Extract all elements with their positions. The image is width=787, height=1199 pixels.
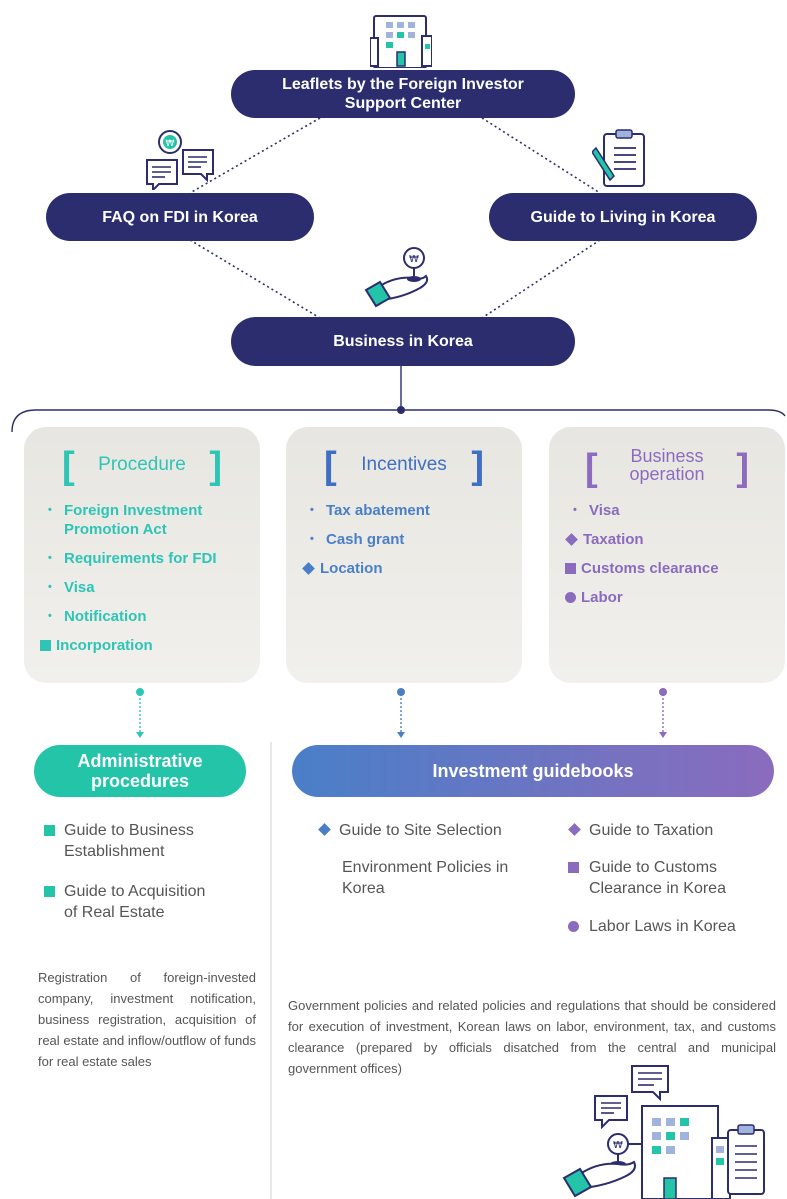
building-hand-icon: ₩ [562,1065,765,1199]
building-icon [370,15,432,68]
diamond-icon [565,533,578,546]
list-item: Labor [565,588,783,607]
guidebooks-description: Government policies and related policies… [288,998,776,1076]
operation-title-line1: Business [630,446,704,466]
square-icon [568,862,579,873]
admin-title-line1: Administrative [77,751,203,771]
operation-list: •Visa Taxation Customs clearance Labor [565,501,783,617]
guide-labor-label: Labor Laws in Korea [589,918,736,935]
incentives-list: •Tax abatement •Cash grant Location [302,501,520,588]
chat-won-icon: ₩ [146,130,214,190]
list-item: Location [302,559,520,578]
circle-icon [565,592,576,603]
procedure-list: •Foreign Investment Promotion Act •Requi… [40,501,258,665]
guide-site-label: Guide to Site Selection [339,822,502,839]
list-item: Taxation [565,530,783,549]
square-icon [565,563,576,574]
bracket-right: ] [736,447,749,489]
faq-label: FAQ on FDI in Korea [102,208,258,226]
svg-text:₩: ₩ [613,1140,623,1151]
incentives-card: [ Incentives ] •Tax abatement •Cash gran… [286,427,522,683]
diamond-icon [568,823,581,836]
clipboard-icon [592,129,645,187]
guidebooks-title: Investment guidebooks [432,760,634,781]
square-icon [40,640,51,651]
list-item: •Tax abatement [310,502,430,519]
leaflets-label: Leaflets by the Foreign Investor Support… [282,76,524,112]
admin-item-line1: Guide to Business [64,822,194,839]
guidebooks-node: Investment guidebooks [292,745,774,797]
business-label: Business in Korea [333,333,473,350]
leaflets-node: Leaflets by the Foreign Investor Support… [231,70,575,118]
admin-item-line2: of Real Estate [64,904,165,921]
living-label: Guide to Living in Korea [530,208,716,226]
bracket-left: [ [324,445,337,487]
procedure-card: [ Procedure ] •Foreign Investment Promot… [24,427,260,683]
admin-title-line2: procedures [90,771,190,791]
svg-text:₩: ₩ [409,254,419,265]
guide-tax-label: Guide to Taxation [589,822,714,839]
hand-coin-icon: ₩ [364,247,429,308]
bracket-left: [ [585,447,598,489]
incentives-title-label: Incentives [361,454,447,475]
guide-labor: Labor Laws in Korea [568,916,736,937]
list-item: •Requirements for FDI [48,550,217,567]
operation-card: [ Business operation ] •Visa Taxation Cu… [549,427,785,683]
admin-item-line1: Guide to Acquisition [64,883,206,900]
procedure-title-label: Procedure [98,454,186,475]
faq-node: FAQ on FDI in Korea [46,193,314,241]
procedure-title: [ Procedure ] [24,447,260,485]
incentives-title: [ Incentives ] [286,447,522,485]
diamond-icon [318,823,331,836]
guide-customs-line2: Clearance in Korea [589,880,726,897]
list-item: •Visa [48,579,95,596]
list-item: •Cash grant [310,531,405,548]
svg-text:₩: ₩ [166,139,175,149]
operation-title-line2: operation [629,464,705,484]
list-item: •Visa [573,502,620,519]
list-item: Incorporation [40,636,258,655]
admin-item-real-estate: Guide to Acquisition of Real Estate [44,881,205,923]
bracket-right: ] [471,445,484,487]
circle-icon [568,921,579,932]
admin-description: Registration of foreign-invested company… [38,970,256,1069]
admin-node: Administrative procedures [34,745,246,797]
square-icon [44,886,55,897]
square-icon [44,825,55,836]
business-node: Business in Korea [231,317,575,366]
admin-item-line2: Establishment [64,843,165,860]
living-node: Guide to Living in Korea [489,193,757,241]
list-item: •Foreign Investment Promotion Act [48,502,203,538]
operation-title: [ Business operation ] [549,446,785,487]
guide-taxation: Guide to Taxation [568,820,713,841]
guide-environment: Environment Policies in Korea [342,857,508,899]
guide-site-selection: Guide to Site Selection [318,820,502,841]
bracket-left: [ [62,445,75,487]
guide-env-line2: Korea [342,880,385,897]
list-item: Customs clearance [565,559,783,578]
guide-env-line1: Environment Policies in [342,859,509,876]
guide-customs-line1: Guide to Customs [589,859,718,876]
bracket-right: ] [209,445,222,487]
diamond-icon [302,562,315,575]
list-item: •Notification [48,608,147,625]
